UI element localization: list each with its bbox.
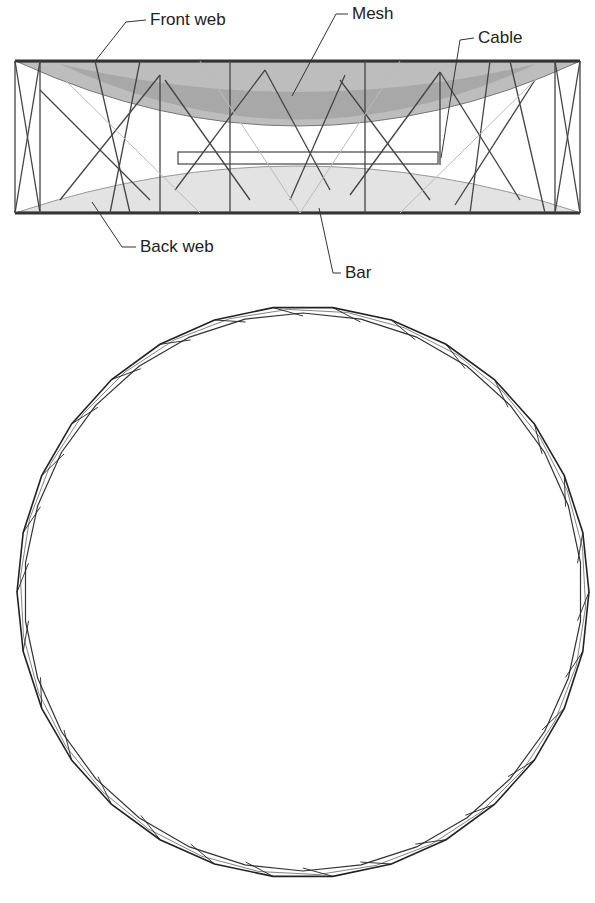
part-label: Mesh [350, 4, 396, 24]
part-label: Back web [138, 237, 216, 257]
part-label: Front web [148, 10, 228, 30]
leader-lines [92, 14, 474, 273]
part-label: Bar [343, 263, 373, 283]
part-label: Cable [476, 28, 524, 48]
top-view-ring [17, 308, 589, 877]
side-view [15, 61, 580, 213]
